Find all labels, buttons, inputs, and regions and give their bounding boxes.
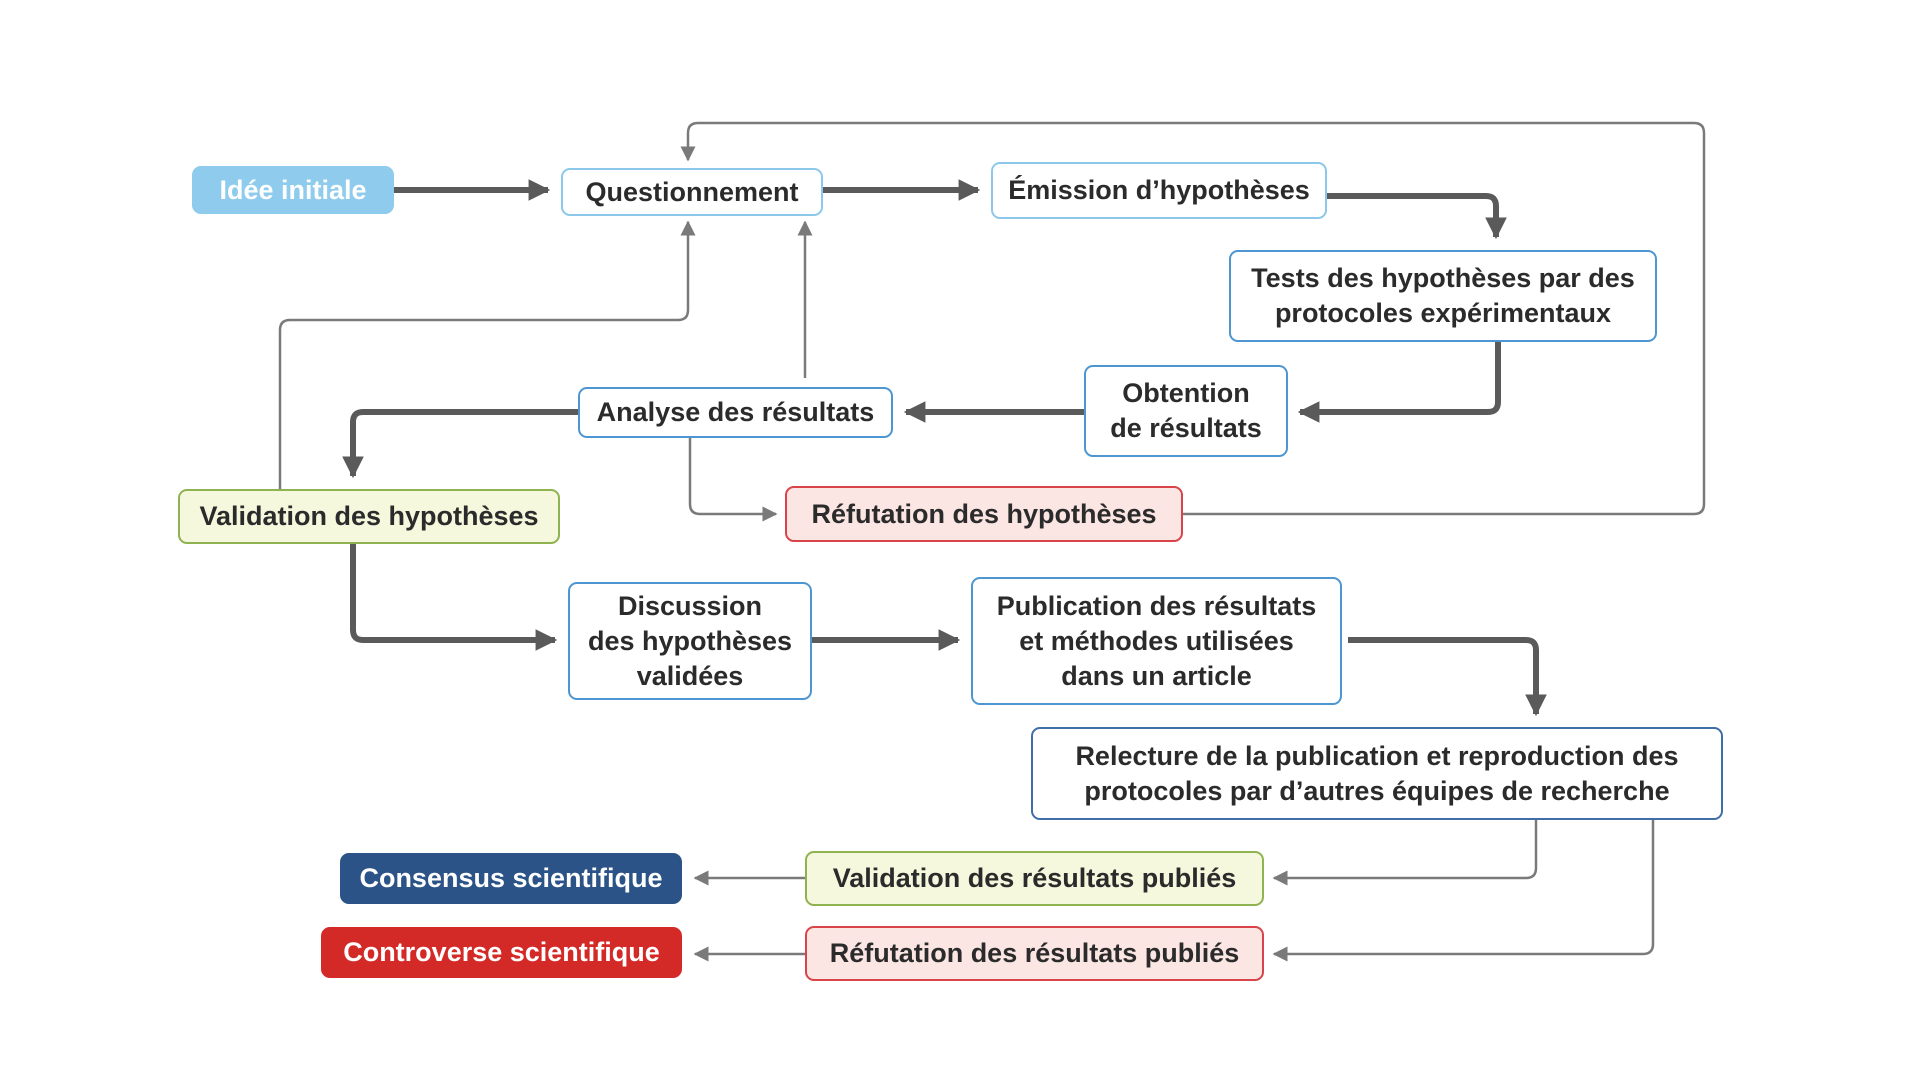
node-tests-hypotheses: Tests des hypothèses par des protocoles … [1229, 250, 1657, 342]
node-publication: Publication des résultats et méthodes ut… [971, 577, 1342, 705]
node-validation-hypotheses: Validation des hypothèses [178, 489, 560, 544]
edge-publication-relecture [1348, 637, 1547, 717]
node-validation-resultats-publies: Validation des résultats publiés [805, 851, 1264, 906]
node-refutation-resultats-publies: Réfutation des résultats publiés [805, 926, 1264, 981]
edge-refutation-questionnement [680, 121, 1706, 516]
node-label: Publication des résultats et méthodes ut… [996, 590, 1317, 691]
edge-validation-questionnement [278, 220, 696, 489]
node-label: Réfutation des hypothèses [811, 498, 1157, 529]
edge-analyse-validation [342, 409, 578, 479]
node-emission-hypotheses: Émission d’hypothèses [991, 162, 1327, 219]
node-controverse-scientifique: Controverse scientifique [321, 927, 682, 978]
node-label: Relecture de la publication et reproduct… [1075, 740, 1679, 806]
node-label: Analyse des résultats [596, 397, 875, 427]
edge-analyse-refutation [688, 438, 778, 522]
node-label: Questionnement [585, 176, 799, 207]
node-label: Réfutation des résultats publiés [829, 938, 1240, 968]
node-analyse-resultats: Analyse des résultats [578, 387, 893, 438]
node-label: Émission d’hypothèses [1008, 175, 1310, 205]
node-label: Discussion des hypothèses validées [587, 590, 793, 691]
edge-relecture-refutation-pub [1272, 820, 1655, 962]
node-relecture: Relecture de la publication et reproduct… [1031, 727, 1723, 820]
node-consensus-scientifique: Consensus scientifique [340, 853, 682, 904]
node-label: Controverse scientifique [343, 937, 660, 967]
node-obtention-resultats: Obtention de résultats [1084, 365, 1288, 457]
node-label: Idée initiale [219, 174, 367, 205]
node-idee-initiale: Idée initiale [192, 166, 394, 214]
node-discussion: Discussion des hypothèses validées [568, 582, 812, 700]
node-questionnement: Questionnement [561, 168, 823, 216]
node-label: Tests des hypothèses par des protocoles … [1251, 263, 1635, 328]
node-refutation-hypotheses: Réfutation des hypothèses [785, 486, 1183, 542]
edge-emission-tests [1327, 193, 1507, 240]
node-label: Validation des résultats publiés [832, 863, 1237, 893]
node-label: Consensus scientifique [359, 863, 663, 893]
node-label: Obtention de résultats [1110, 378, 1262, 443]
node-label: Validation des hypothèses [199, 501, 539, 531]
edge-tests-obtention [1297, 342, 1501, 423]
edge-relecture-validation-pub [1272, 820, 1538, 886]
edge-validation-discussion [350, 544, 558, 651]
